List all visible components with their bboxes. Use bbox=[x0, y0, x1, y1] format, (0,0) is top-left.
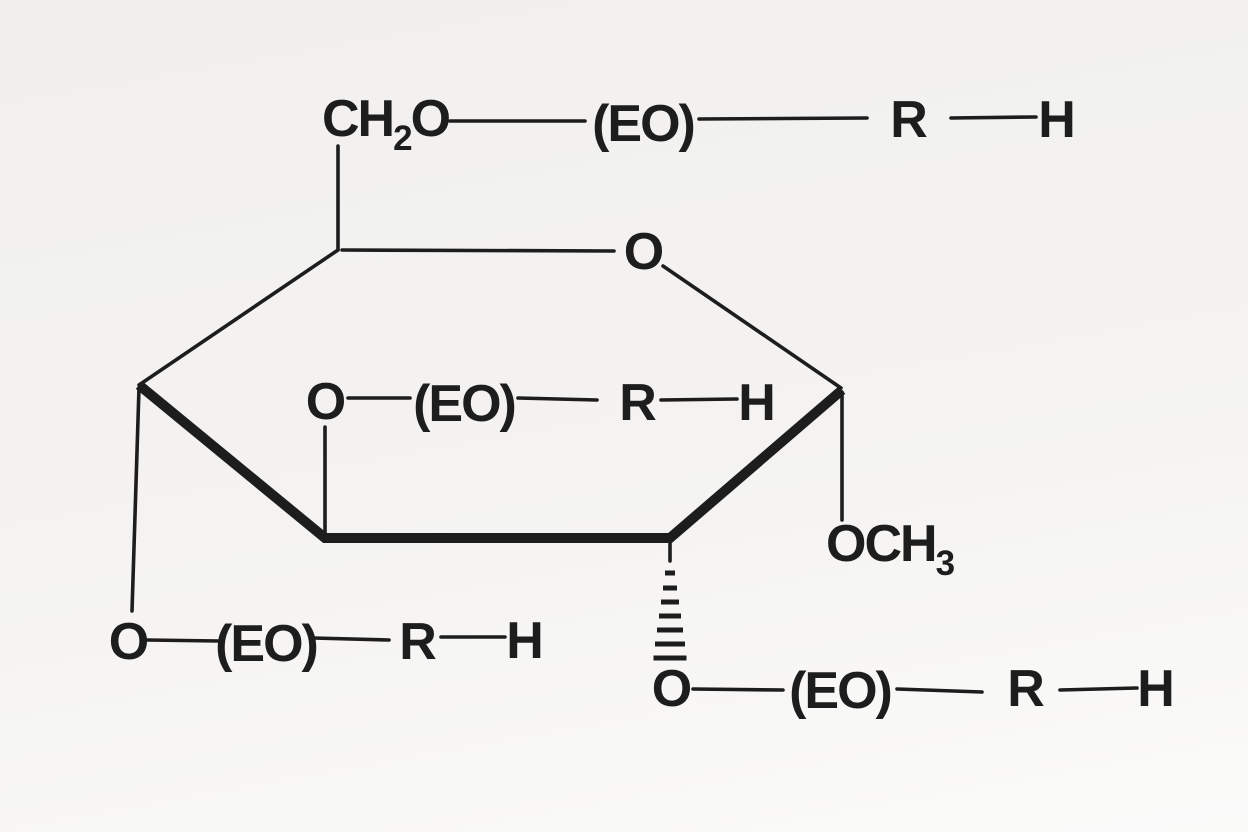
eo-label-bottom-right: (EO) bbox=[789, 662, 891, 720]
bond-eo-r-top bbox=[697, 116, 869, 121]
bond-r-h-bottom-right bbox=[1058, 686, 1139, 692]
r-label-bottom-left: R bbox=[399, 613, 436, 671]
o-label-middle: O bbox=[306, 373, 345, 431]
r-label-top: R bbox=[890, 91, 927, 149]
o-label-bottom-left: O bbox=[109, 613, 148, 671]
h-label-bottom-left: H bbox=[506, 612, 542, 670]
ch2o-label: CH2O bbox=[322, 90, 450, 158]
h-label-top: H bbox=[1038, 91, 1074, 149]
atom-labels: CH2O (EO) R H O O (EO) R H OCH3 O (EO) R… bbox=[109, 90, 1175, 720]
h-label-middle: H bbox=[738, 374, 774, 432]
hashed-wedge-bond bbox=[653, 570, 687, 661]
bond-ring-oxygen-c1 bbox=[661, 264, 843, 390]
bond-c5-c4 bbox=[137, 248, 340, 387]
bond-front-edge-bold bbox=[135, 381, 846, 543]
r-label-middle: R bbox=[619, 374, 656, 432]
bond-eo-r-middle bbox=[516, 396, 599, 402]
eo-label-bottom-left: (EO) bbox=[215, 615, 317, 673]
bond-r-h-middle bbox=[659, 397, 739, 402]
bond-eo-r-bottom-left bbox=[311, 636, 391, 642]
chain-bonds bbox=[145, 115, 1139, 694]
haworth-ring bbox=[135, 248, 846, 543]
eo-label-middle: (EO) bbox=[413, 375, 515, 433]
substituent-bonds bbox=[130, 144, 844, 661]
ring-oxygen-label: O bbox=[624, 223, 663, 281]
bond-c4-o bbox=[130, 386, 141, 613]
bond-o-eo-bottom-right bbox=[691, 687, 785, 692]
och3-label: OCH3 bbox=[826, 515, 955, 583]
h-label-bottom-right: H bbox=[1137, 660, 1173, 718]
o-label-bottom-right: O bbox=[652, 660, 691, 718]
bond-eo-r-bottom-right bbox=[895, 687, 984, 694]
bond-c5-ring-oxygen bbox=[340, 248, 616, 253]
eo-label-top: (EO) bbox=[592, 95, 694, 153]
bond-r-h-top bbox=[949, 115, 1038, 120]
r-label-bottom-right: R bbox=[1007, 660, 1044, 718]
bond-o-eo-bottom-left bbox=[145, 638, 221, 643]
